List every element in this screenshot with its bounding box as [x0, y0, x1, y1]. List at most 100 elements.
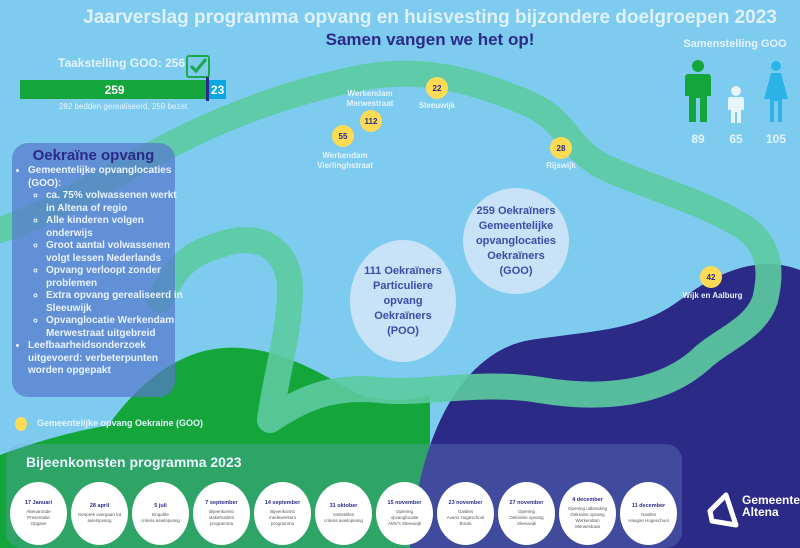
meeting-description: programma: [209, 521, 233, 526]
man-icon: [685, 60, 711, 122]
meeting-description: Gesprek overgaan tot: [77, 512, 122, 517]
meeting-description: Presentatie: [27, 515, 50, 520]
occupancy-bar: 259 23: [20, 77, 226, 101]
meeting-description: Sleeuwijk: [516, 521, 536, 526]
meeting-description: Opening uitbreiding: [567, 506, 608, 511]
info-item: Gemeentelijke opvanglocaties (GOO): ca. …: [28, 165, 188, 340]
info-subitem: Opvang verloopt zonder problemen: [46, 265, 188, 290]
meeting-description: AMV's Sleeuwijk: [387, 521, 422, 526]
oekraine-info-panel: Oekraïne opvang Gemeentelijke opvangloca…: [12, 143, 183, 397]
meeting-description: programma: [270, 521, 294, 526]
main-title: Jaarverslag programma opvang en huisvest…: [83, 7, 777, 28]
meeting-description: Merwestraat: [575, 524, 600, 529]
women-count: 105: [765, 132, 787, 146]
bar-caption: 282 bedden gerealiseerd, 259 bezet: [58, 102, 188, 111]
taakstelling-label: Taakstelling GOO: 256: [58, 56, 186, 70]
meeting-description: Opgave: [30, 521, 47, 526]
location-label: Wijk en Aalburg: [682, 291, 743, 300]
location-marker[interactable]: 55: [332, 125, 354, 147]
info-title: Oekraïne opvang: [32, 147, 155, 164]
location-marker[interactable]: 42: [700, 266, 722, 288]
location-marker[interactable]: 112: [360, 110, 382, 132]
info-subitem: Opvanglocatie Werkendam Merwestraat uitg…: [46, 315, 188, 340]
info-subitem: Groot aantal volwassenen volgt lessen Ne…: [46, 240, 188, 265]
info-item: Leefbaarheidsonderzoek uitgevoerd: verbe…: [28, 340, 188, 378]
info-subitem: Alle kinderen volgen onderwijs: [46, 215, 188, 240]
meeting-description: Haagse Hogeschool: [628, 518, 669, 523]
meeting-date: 15 november: [387, 500, 422, 506]
meeting-description: Bijeenkomst: [270, 509, 295, 514]
bar-occupied: 259: [20, 80, 210, 99]
meeting-date: 7 september: [205, 500, 238, 506]
meeting-description: Enquête: [152, 512, 169, 517]
info-subitem: Extra opvang gerealiseerd in Sleeuwijk: [46, 290, 188, 315]
meeting-description: stakeholders: [208, 515, 235, 520]
location-marker[interactable]: 28: [550, 137, 572, 159]
meeting-date: 4 december: [572, 497, 603, 503]
meeting-description: medewerkers: [268, 515, 296, 520]
legend-marker-icon: [15, 417, 27, 431]
meeting-description: criteria asielopvang: [141, 518, 180, 523]
location-label: Sleeuwijk: [418, 101, 456, 110]
meeting-date: 14 september: [264, 500, 301, 506]
meeting-description: asielopvang: [87, 518, 112, 523]
meeting-description: Altenaronde: [26, 509, 51, 514]
meeting-description: criteria asielopvang: [324, 518, 363, 523]
child-icon: [728, 86, 744, 123]
meeting-date: 31 oktober: [329, 503, 358, 509]
river-band: [0, 60, 782, 433]
info-list: Gemeentelijke opvanglocaties (GOO): ca. …: [16, 165, 188, 378]
meeting-date: 5 juli: [154, 503, 167, 509]
woman-icon: [764, 61, 788, 122]
gemeente-altena-logo-icon: [707, 492, 739, 528]
meeting-description: Oekraine opvang: [509, 515, 544, 520]
meeting-description: opvanglocatie: [390, 515, 419, 520]
meetings-title: Bijeenkomsten programma 2023: [26, 454, 242, 470]
target-marker: [206, 77, 209, 101]
location-marker[interactable]: 22: [426, 77, 448, 99]
meeting-date: 28 april: [89, 503, 110, 509]
meeting-description: Avans Hogeschool: [446, 515, 485, 520]
meeting-description: Gastles: [457, 509, 474, 514]
meeting-description: Bijeenkomst: [209, 509, 234, 514]
meeting-description: Breda: [459, 521, 472, 526]
men-count: 89: [691, 132, 705, 146]
meeting-date: 11 december: [631, 503, 666, 509]
location-label: Rijswijk: [546, 161, 576, 170]
checkmark-icon: [186, 55, 210, 78]
meeting-date: 27 november: [509, 500, 544, 506]
bar-vacant: 23: [209, 80, 226, 99]
children-count: 65: [729, 132, 743, 146]
meeting-description: Vaststellen: [332, 512, 355, 517]
meeting-description: Gastles: [640, 512, 657, 517]
meeting-description: Opening: [517, 509, 535, 514]
meeting-date: 23 november: [448, 500, 483, 506]
meeting-date: 17 Januari: [24, 500, 53, 506]
info-subitem: ca. 75% volwassenen werkt in Altena of r…: [46, 190, 188, 215]
meeting-description: Werkendam: [575, 518, 600, 523]
meeting-description: Oekraine opvang: [570, 512, 605, 517]
meeting-description: Opening: [395, 509, 413, 514]
subtitle: Samen vangen we het op!: [325, 30, 535, 49]
samenstelling-title: Samenstelling GOO: [683, 38, 787, 50]
legend-label: Gemeentelijke opvang Oekraine (GOO): [37, 418, 204, 428]
